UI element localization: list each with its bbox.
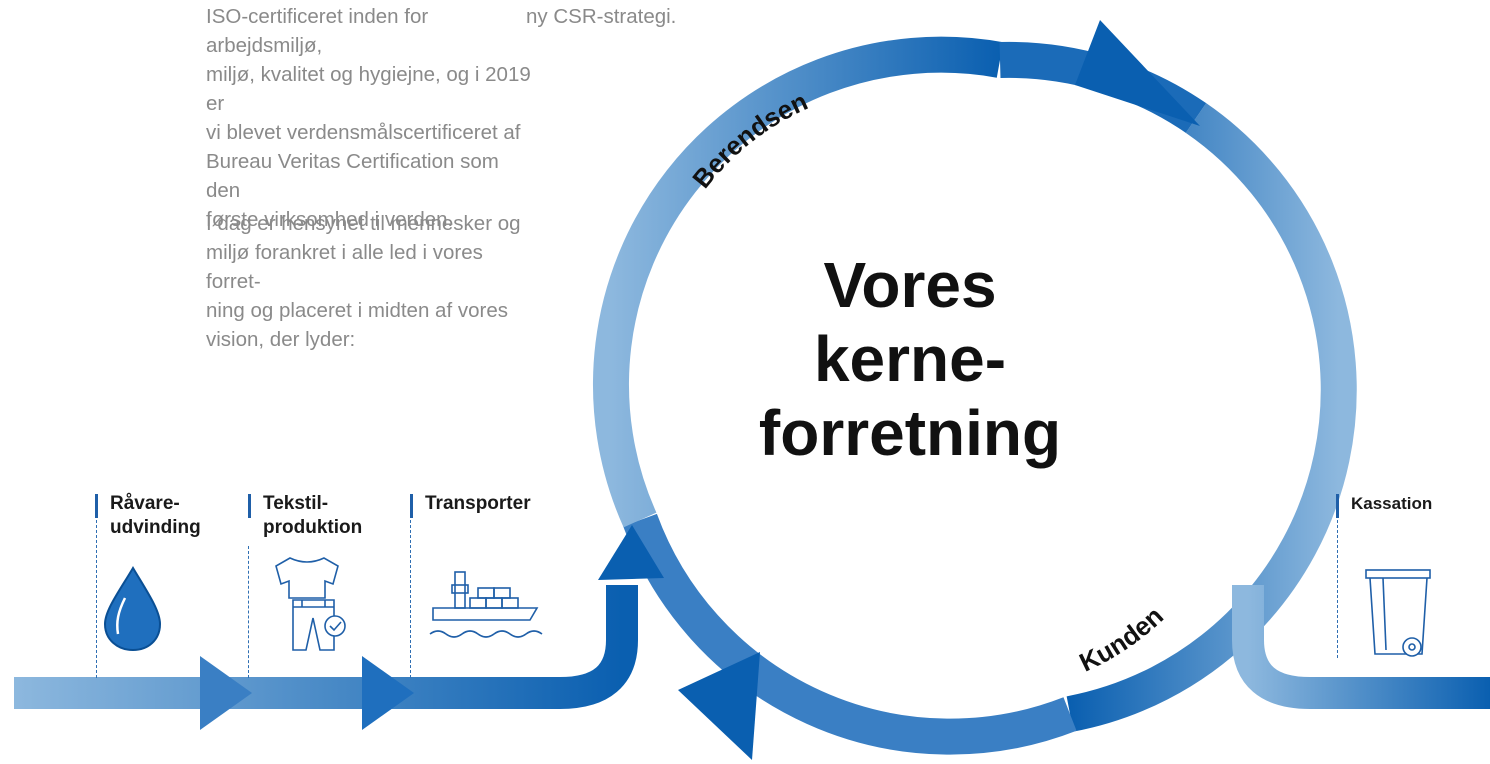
stage-divider-2	[248, 546, 249, 678]
ring-arrowhead-bottom	[678, 652, 760, 760]
intro-paragraph: ISO-certificeret inden for arbejdsmiljø,…	[206, 5, 531, 231]
stage-textile-production: Tekstil- produktion	[248, 492, 362, 540]
waste-bin-icon	[1365, 569, 1431, 657]
stage-transport: Transporter	[410, 492, 531, 518]
water-drop-icon	[103, 566, 162, 652]
flow-arrowhead-1	[200, 656, 252, 730]
garment-icon	[275, 557, 346, 651]
disposal-flow-line	[1232, 585, 1490, 709]
value-chain-flow-line	[14, 585, 638, 709]
core-business-title: Vores kerne- forretning	[758, 249, 1062, 469]
stage-raw-material-extraction: Råvare- udvinding	[95, 492, 201, 540]
flow-arrowhead-2	[362, 656, 414, 730]
flow-arrowhead-3	[598, 525, 664, 580]
stage-disposal: Kassation	[1336, 492, 1432, 518]
stage-divider-1	[96, 520, 97, 678]
cargo-ship-icon	[429, 571, 543, 638]
vision-paragraph: I dag er hensynet til mennesker og miljø…	[206, 212, 521, 351]
ring-arrowhead-top	[1075, 20, 1200, 126]
csr-strategy-text: ny CSR-strategi.	[526, 5, 677, 28]
stage-divider-4	[1337, 520, 1338, 658]
stage-divider-3	[410, 520, 411, 678]
